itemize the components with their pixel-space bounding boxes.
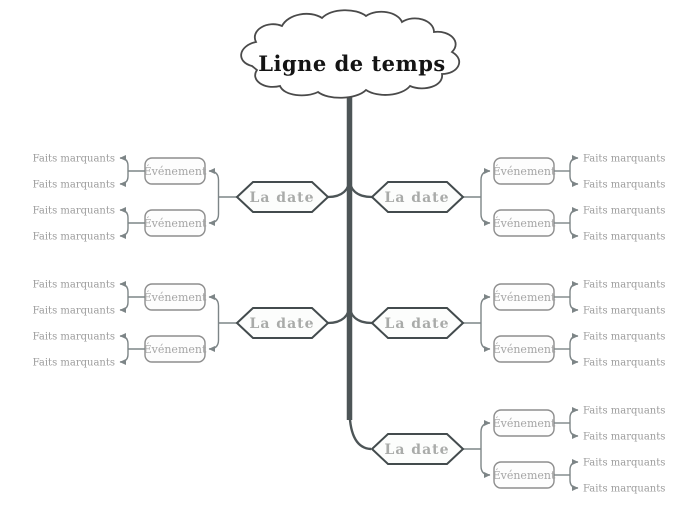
fact-arrow (569, 281, 579, 297)
fact-label[interactable]: Faits marquants (583, 280, 665, 291)
event-label: Événement (493, 468, 556, 482)
fact-arrow (569, 407, 579, 423)
date-arrow (480, 168, 491, 197)
fact-arrow (119, 281, 129, 297)
event-label: Événement (144, 216, 207, 230)
branch-connector (327, 177, 351, 199)
fact-arrow (569, 333, 579, 349)
fact-arrow (119, 349, 129, 365)
date-arrow (208, 294, 220, 323)
fact-arrow (119, 297, 129, 313)
fact-label[interactable]: Faits marquants (583, 232, 665, 243)
event-label: Événement (493, 290, 556, 304)
root-title: Ligne de temps (258, 51, 446, 76)
fact-arrow (569, 171, 579, 187)
fact-arrow (569, 459, 579, 475)
fact-label[interactable]: Faits marquants (33, 232, 115, 243)
date-arrow (480, 197, 491, 226)
fact-arrow (569, 297, 579, 313)
root-node-cloud[interactable]: Ligne de temps (240, 9, 461, 99)
fact-label[interactable]: Faits marquants (583, 406, 665, 417)
fact-arrow (119, 223, 129, 239)
event-label: Événement (144, 342, 207, 356)
date-arrow (480, 323, 491, 352)
branch-right-2: La date Événement Événement Faits marqua… (370, 280, 665, 369)
date-arrow (480, 420, 491, 449)
date-label: La date (249, 316, 314, 332)
event-label: Événement (144, 164, 207, 178)
fact-label[interactable]: Faits marquants (583, 332, 665, 343)
date-arrow (480, 449, 491, 478)
fact-label[interactable]: Faits marquants (33, 306, 115, 317)
branch-connector (327, 303, 351, 325)
fact-label[interactable]: Faits marquants (33, 332, 115, 343)
fact-arrow (569, 349, 579, 365)
event-label: Événement (493, 216, 556, 230)
fact-label[interactable]: Faits marquants (583, 484, 665, 495)
branch-left-1: La date Événement Événement Faits marqua… (33, 154, 330, 243)
fact-arrow (569, 223, 579, 239)
event-label: Événement (493, 164, 556, 178)
date-arrow (208, 168, 220, 197)
fact-label[interactable]: Faits marquants (583, 154, 665, 165)
branch-right-3: La date Événement Événement Faits marqua… (370, 406, 665, 495)
event-label: Événement (493, 342, 556, 356)
date-label: La date (384, 190, 449, 206)
date-arrow (480, 294, 491, 323)
fact-label[interactable]: Faits marquants (33, 154, 115, 165)
trunk-bottom-curve (348, 411, 372, 451)
branch-left-2: La date Événement Événement Faits marqua… (33, 280, 330, 369)
fact-arrow (119, 333, 129, 349)
fact-label[interactable]: Faits marquants (583, 306, 665, 317)
date-arrow (208, 323, 220, 352)
fact-arrow (569, 207, 579, 223)
fact-arrow (119, 155, 129, 171)
fact-arrow (119, 171, 129, 187)
fact-label[interactable]: Faits marquants (583, 180, 665, 191)
date-label: La date (249, 190, 314, 206)
fact-label[interactable]: Faits marquants (33, 206, 115, 217)
fact-label[interactable]: Faits marquants (583, 206, 665, 217)
fact-arrow (119, 207, 129, 223)
date-node-hexagon[interactable] (370, 433, 465, 465)
date-arrow (208, 197, 220, 226)
event-label: Événement (493, 416, 556, 430)
fact-arrow (569, 475, 579, 491)
date-label: La date (384, 442, 449, 458)
date-node-hexagon[interactable] (235, 307, 330, 339)
branch-right-1: La date Événement Événement Faits marqua… (370, 154, 665, 243)
fact-label[interactable]: Faits marquants (33, 280, 115, 291)
fact-label[interactable]: Faits marquants (583, 358, 665, 369)
fact-label[interactable]: Faits marquants (33, 358, 115, 369)
fact-arrow (569, 155, 579, 171)
branch-connector (348, 303, 373, 325)
event-label: Événement (144, 290, 207, 304)
fact-label[interactable]: Faits marquants (33, 180, 115, 191)
date-label: La date (384, 316, 449, 332)
fact-label[interactable]: Faits marquants (583, 432, 665, 443)
cloud-shape[interactable] (240, 9, 461, 99)
date-node-hexagon[interactable] (235, 181, 330, 213)
branch-connector (348, 177, 373, 199)
date-node-hexagon[interactable] (370, 307, 465, 339)
date-node-hexagon[interactable] (370, 181, 465, 213)
fact-label[interactable]: Faits marquants (583, 458, 665, 469)
fact-arrow (569, 423, 579, 439)
